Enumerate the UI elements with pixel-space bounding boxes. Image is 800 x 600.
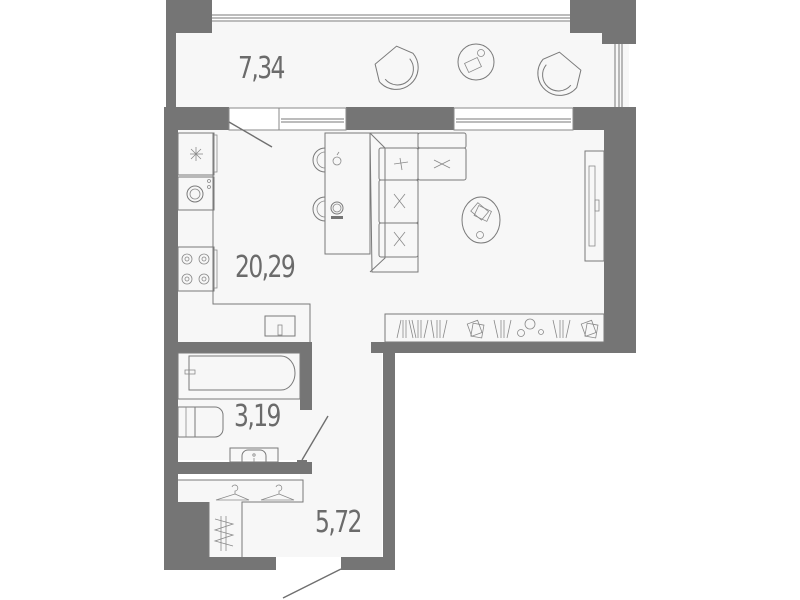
entrance-door[interactable] [282, 568, 342, 599]
kitchen-sink-icon [264, 315, 296, 337]
armchair-icon [374, 45, 419, 90]
balcony-floor [176, 22, 629, 108]
living-floor [178, 130, 604, 342]
bar-stool-icon [312, 196, 326, 222]
coffee-table-icon [461, 196, 501, 244]
armchair-icon [537, 51, 582, 96]
washbasin-icon [229, 447, 279, 463]
hall-floor [300, 342, 382, 557]
tv-stand-icon [584, 150, 605, 262]
balcony-door[interactable] [228, 121, 273, 148]
bathroom-door[interactable] [301, 415, 329, 461]
shoe-rack-icon [213, 516, 235, 551]
clothes-hanger-icon [260, 484, 295, 501]
washing-machine-icon [177, 176, 215, 211]
balcony-windows [212, 14, 623, 108]
area-label-hallway: 5,72 [315, 505, 362, 540]
round-table-icon [457, 43, 495, 81]
kitchen-counter [177, 132, 311, 342]
bar-counter [312, 132, 371, 255]
floors [176, 22, 629, 557]
area-label-balcony: 7,34 [238, 51, 285, 86]
snowflake-icon [190, 147, 203, 161]
corner-sofa-icon [369, 132, 467, 273]
bar-stool-icon [312, 147, 326, 173]
bath-floor [178, 352, 300, 460]
clothes-hanger-icon [215, 484, 250, 501]
bookshelf-icon [384, 313, 605, 343]
bathtub-icon [177, 352, 301, 400]
toilet-icon [177, 406, 224, 438]
area-label-bathroom: 3,19 [234, 399, 281, 434]
wardrobe [178, 479, 304, 557]
area-label-living-kitchen: 20,29 [235, 250, 296, 285]
living-windows [228, 107, 574, 131]
walls [164, 0, 636, 570]
